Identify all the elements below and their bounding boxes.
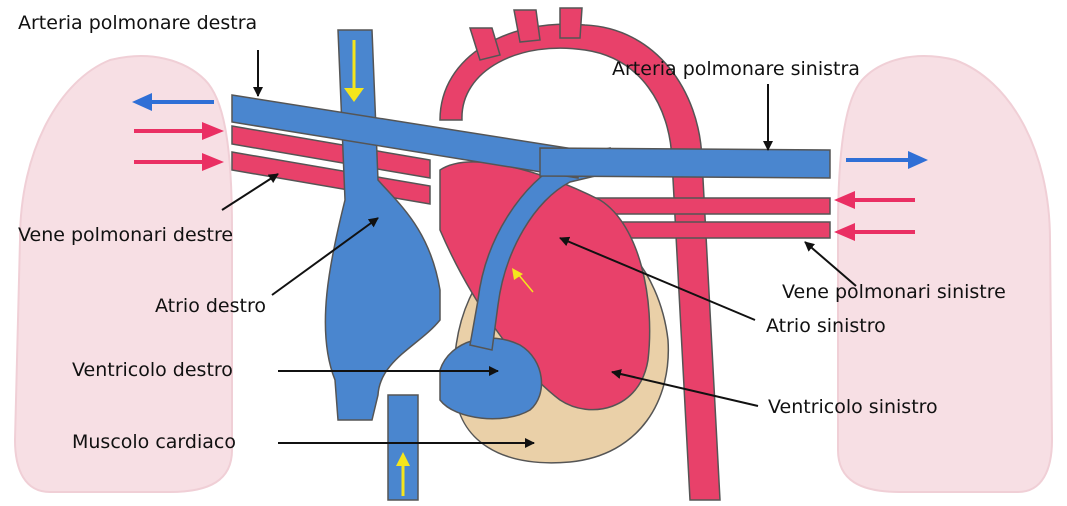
left-pulmonary-artery [540,148,830,178]
label-vene-polmonari-destre: Vene polmonari destre [18,226,233,245]
label-ventricolo-sinistro: Ventricolo sinistro [768,398,938,417]
right-lung [15,56,232,492]
label-vene-polmonari-sinistre: Vene polmonari sinistre [782,283,1006,302]
label-arteria-polmonare-destra: Arteria polmonare destra [18,14,257,33]
label-atrio-destro: Atrio destro [155,297,266,316]
superior-vena-cava [325,30,440,420]
label-ventricolo-destro: Ventricolo destro [72,361,233,380]
label-atrio-sinistro: Atrio sinistro [766,317,886,336]
left-lung [838,56,1052,492]
label-arteria-polmonare-sinistra: Arteria polmonare sinistra [612,60,860,79]
label-muscolo-cardiaco: Muscolo cardiaco [72,433,236,452]
